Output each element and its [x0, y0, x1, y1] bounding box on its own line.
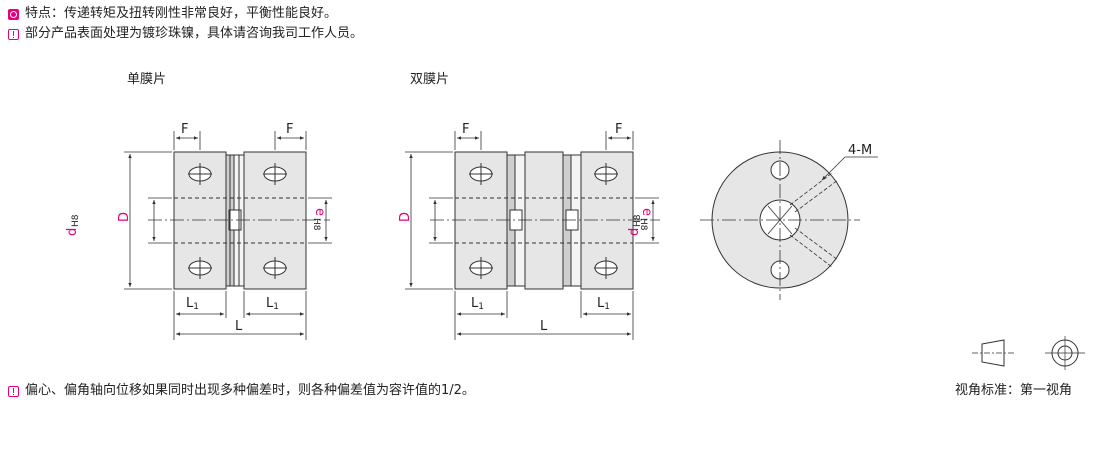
double-diaphragm-view [405, 131, 660, 340]
feature-text: 特点：传递转矩及扭转刚性非常良好，平衡性能良好。 [25, 6, 338, 21]
svg-text:d: d [627, 228, 642, 236]
warning-icon [8, 385, 19, 397]
single-F-right-label: F [286, 122, 293, 137]
svg-text:H8: H8 [311, 218, 321, 231]
single-e-H8-label: e H8 [311, 208, 327, 231]
feature-note: 特点：传递转矩及扭转刚性非常良好，平衡性能良好。 [8, 6, 337, 22]
plating-text: 部分产品表面处理为镀珍珠镍，具体请咨询我司工作人员。 [25, 26, 364, 41]
warning-icon [8, 28, 19, 40]
double-e-H8-label: e H8 [638, 208, 654, 231]
projection-label: 视角标准：第一视角 [955, 383, 1073, 398]
projection-symbol-icon [972, 336, 1085, 370]
double-diaphragm-caption: 双膜片 [410, 72, 450, 87]
double-L1-right-label: L1 [597, 296, 610, 312]
double-d-H8-label: d H8 [627, 214, 643, 236]
feature-icon [8, 8, 19, 20]
single-diaphragm-view [124, 131, 332, 340]
double-F-right-label: F [615, 122, 622, 137]
svg-text:H8: H8 [633, 214, 643, 227]
single-L-label: L [235, 319, 243, 334]
svg-text:H8: H8 [71, 214, 81, 227]
single-L1-right-label: L1 [266, 296, 279, 312]
double-D-label: D [398, 212, 413, 222]
single-diaphragm-caption: 单膜片 [127, 72, 167, 87]
single-L1-left-label: L1 [186, 296, 199, 312]
svg-text:H8: H8 [638, 218, 648, 231]
svg-text:e: e [312, 208, 327, 216]
double-L-label: L [540, 319, 548, 334]
tolerance-note: 偏心、偏角轴向位移如果同时出现多种偏差时，则各种偏差值为容许值的1/2。 [8, 383, 475, 399]
tolerance-text: 偏心、偏角轴向位移如果同时出现多种偏差时，则各种偏差值为容许值的1/2。 [25, 383, 475, 398]
double-F-left-label: F [462, 122, 469, 137]
plating-note: 部分产品表面处理为镀珍珠镍，具体请咨询我司工作人员。 [8, 26, 363, 42]
holes-label: 4-M [848, 143, 872, 158]
single-D-label: D [117, 212, 132, 222]
end-view [700, 140, 878, 300]
svg-text:d: d [65, 228, 80, 236]
single-d-H8-label: d H8 [65, 214, 81, 236]
double-L1-left-label: L1 [471, 296, 484, 312]
single-F-left-label: F [181, 122, 188, 137]
svg-text:e: e [639, 208, 654, 216]
